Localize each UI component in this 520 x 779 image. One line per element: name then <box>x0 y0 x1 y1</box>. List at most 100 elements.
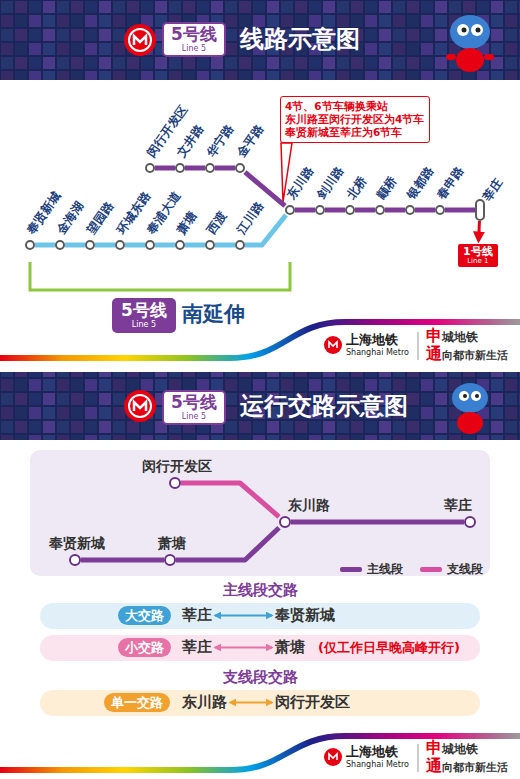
transfer-marker: 1号线Line 1 <box>458 244 498 267</box>
station-name: 华宁路 <box>205 123 235 159</box>
station-stop: 金海湖 <box>55 240 65 250</box>
line-segment <box>215 243 235 248</box>
route-tag: 大交路 <box>118 606 171 625</box>
line-segment <box>81 558 164 563</box>
station-name: 银都路 <box>405 165 435 201</box>
route-name: 大交路 <box>125 609 164 622</box>
station-stop: 华宁路 <box>205 163 215 173</box>
route-band <box>40 635 480 661</box>
line-number: 5号线 <box>171 394 217 411</box>
line-english: Line 1 <box>463 258 493 265</box>
station-stop: 东川路 <box>285 205 295 215</box>
station-name: 剑川路 <box>315 165 345 201</box>
station-name: 闵行开发区 <box>275 693 350 712</box>
line-badge: 5号线 Line 5 <box>162 22 226 57</box>
line-badge: 5号线 Line 5 <box>162 390 226 425</box>
station-name: 东川路 <box>182 693 227 712</box>
station-name: 莘庄 <box>182 606 212 625</box>
line-segment <box>65 243 85 248</box>
route-panel <box>30 450 490 576</box>
station-name: 萧塘 <box>275 638 305 657</box>
station-name: 闵行开发区 <box>142 459 212 473</box>
station-name: 莘庄 <box>481 176 505 203</box>
station-name: 北桥 <box>345 174 369 201</box>
line-english: Line 5 <box>171 45 217 53</box>
line-segment <box>291 520 464 525</box>
metro-logo <box>124 390 156 422</box>
logo-text: 上海地铁 <box>346 745 398 758</box>
station-name: 东川路 <box>285 165 315 201</box>
diagram-title: 运行交路示意图 <box>240 394 408 418</box>
line-segment <box>415 208 435 213</box>
line-segment <box>295 208 315 213</box>
line-segment <box>181 483 279 517</box>
slogan: 申城地铁 <box>426 740 478 756</box>
station-name: 莘庄 <box>182 638 212 657</box>
station-stop: 奉贤新城 <box>25 240 35 250</box>
route-terminal: 莘庄 <box>464 516 476 528</box>
legend-item: 支线段 <box>420 561 483 578</box>
service-note: (仅工作日早晚高峰开行) <box>318 641 460 654</box>
route-terminal: 闵行开发区 <box>169 477 181 489</box>
section-heading: 支线段交路 <box>0 670 520 685</box>
line-segment <box>185 243 205 248</box>
station-name: 萧塘 <box>275 640 305 655</box>
station-stop: 剑川路 <box>315 205 325 215</box>
station-name: 文井路 <box>175 123 205 159</box>
line-segment <box>155 243 175 248</box>
slogan: 通向都市新生活 <box>426 758 508 774</box>
header-band <box>0 0 520 80</box>
line-segment <box>325 208 345 213</box>
route-band <box>40 690 480 716</box>
route-terminal: 东川路 <box>279 516 291 528</box>
station-name: 闵行开发区 <box>275 695 350 710</box>
route-tag: 单一交路 <box>104 693 170 712</box>
line-badge: 5号线Line 5南延伸 <box>112 298 176 333</box>
station-name: 奉贤新城 <box>275 606 335 625</box>
station-name: 江川路 <box>235 200 265 236</box>
line-english: Line 5 <box>121 321 167 329</box>
line-number: 5号线 <box>171 26 217 43</box>
route-name: 单一交路 <box>111 696 163 709</box>
station-stop: 望园路 <box>85 240 95 250</box>
section-heading: 主线段交路 <box>0 583 520 598</box>
metro-logo <box>324 748 342 766</box>
station-stop: 西渡 <box>205 240 215 250</box>
route-terminal: 萧塘 <box>164 554 176 566</box>
metro-logo <box>324 336 342 354</box>
logo-text: 上海地铁 <box>346 333 398 346</box>
station-name: 萧塘 <box>158 536 186 550</box>
line-segment <box>385 208 405 213</box>
metro-logo <box>124 24 156 56</box>
line-segment <box>35 243 55 248</box>
legend-swatch <box>420 567 442 572</box>
legend-item: 主线段 <box>340 561 403 578</box>
callout-box: 4节、6节车辆换乘站 东川路至闵行开发区为4节车 奉贤新城至莘庄为6节车 <box>280 96 430 143</box>
route-name: 小交路 <box>125 641 164 654</box>
extension-title: 南延伸 <box>182 304 245 325</box>
line-segment <box>185 166 205 171</box>
line-segment <box>155 166 175 171</box>
station-stop: 萧塘 <box>175 240 185 250</box>
line-english: Line 5 <box>171 413 217 421</box>
legend-swatch <box>340 567 362 572</box>
station-name: 莘庄 <box>182 608 212 623</box>
station-stop: 春申路 <box>435 205 445 215</box>
divider <box>418 332 419 360</box>
header-band <box>0 372 520 440</box>
station-name: 西渡 <box>205 209 229 236</box>
station-stop: 闵行开发区 <box>145 163 155 173</box>
station-name: 奉贤新城 <box>275 608 335 623</box>
route-arrow <box>215 647 272 649</box>
station-stop: 颛桥 <box>375 205 385 215</box>
route-arrow <box>215 615 272 617</box>
station-stop: 金平路 <box>235 163 245 173</box>
station-name: 春申路 <box>435 165 465 201</box>
station-name: 金海湖 <box>55 200 85 236</box>
station-stop: 文井路 <box>175 163 185 173</box>
station-stop: 环城东路 <box>115 240 125 250</box>
station-name: 莘庄 <box>182 640 212 655</box>
line-segment <box>125 243 145 248</box>
